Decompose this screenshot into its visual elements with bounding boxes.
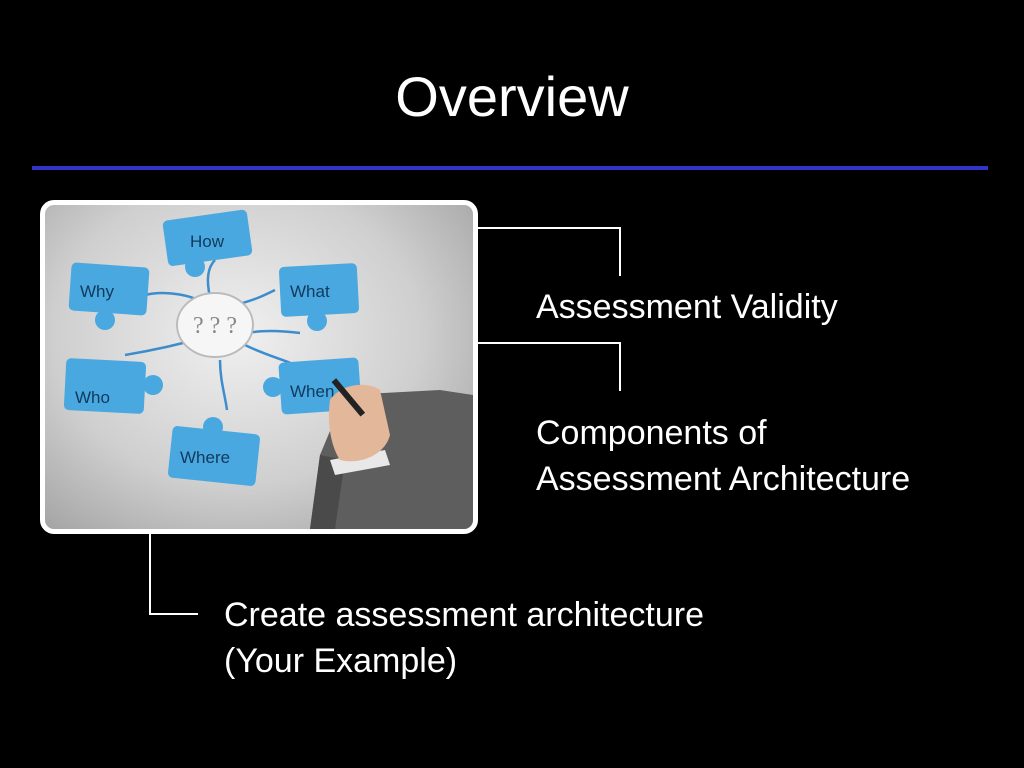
puzzle-piece-where: Where [168, 417, 260, 486]
label-when: When [290, 382, 334, 401]
puzzle-piece-how: How [162, 209, 253, 277]
item-components-architecture: Components of Assessment Architecture [536, 414, 911, 498]
question-circle: ? ? ? [176, 292, 254, 358]
question-marks: ? ? ? [193, 313, 237, 339]
label-who: Who [75, 388, 110, 407]
question-puzzle-image: How Why What Who When Where [40, 200, 478, 534]
label-how: How [190, 232, 225, 251]
puzzle-piece-who: Who [63, 358, 163, 414]
title-divider [32, 166, 988, 170]
label-where: Where [180, 448, 230, 467]
item-create-architecture: Create assessment architecture (Your Exa… [224, 596, 704, 680]
puzzle-piece-why: Why [68, 262, 150, 330]
label-why: Why [80, 282, 115, 301]
slide-title: Overview [395, 65, 629, 128]
label-what: What [290, 282, 330, 301]
item-assessment-validity: Assessment Validity [536, 288, 838, 326]
puzzle-piece-what: What [278, 263, 360, 331]
hand-with-pen [310, 378, 473, 529]
